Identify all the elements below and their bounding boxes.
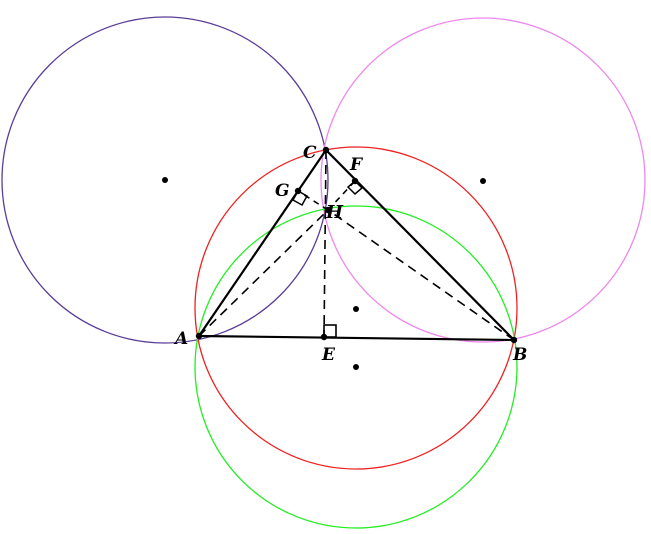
center-green — [353, 364, 359, 370]
circle-red — [194, 146, 518, 470]
point-a — [195, 332, 203, 340]
segment-hg — [297, 190, 329, 211]
center-purple — [162, 177, 168, 183]
point-e — [320, 333, 328, 341]
label-g: G — [275, 181, 290, 201]
right-angle-f — [346, 179, 364, 196]
point-c — [322, 146, 330, 154]
circle-purple — [1, 16, 329, 344]
right-angle-e — [323, 324, 337, 338]
center-red — [353, 306, 359, 312]
circle-pink — [320, 17, 646, 343]
altitude-ce — [323, 149, 327, 338]
label-h: H — [325, 202, 344, 223]
point-f — [351, 177, 359, 185]
label-b: B — [512, 345, 527, 365]
point-b — [510, 336, 518, 344]
side-ab — [198, 334, 515, 342]
circle-green — [194, 205, 518, 529]
point-g — [294, 187, 302, 195]
segment-ah — [198, 209, 329, 337]
label-c: C — [303, 143, 317, 163]
center-pink — [480, 178, 486, 184]
point-h — [324, 206, 332, 214]
label-f: F — [349, 155, 364, 175]
label-e: E — [321, 345, 336, 365]
label-a: A — [173, 329, 188, 349]
side-ac — [198, 149, 327, 337]
segment-bh — [327, 209, 515, 341]
right-angle-g — [291, 189, 309, 207]
